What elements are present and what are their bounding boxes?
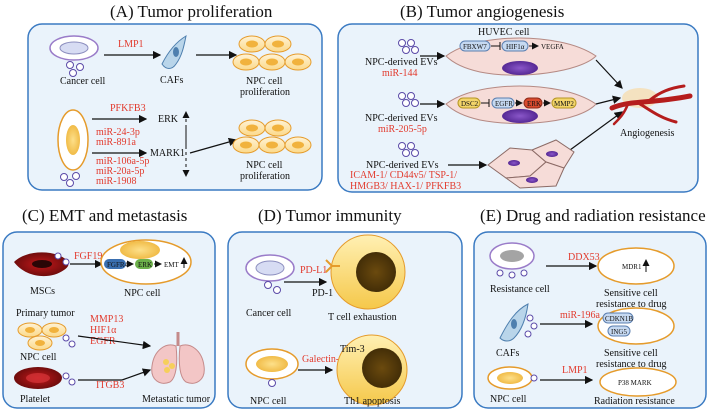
panel-d-npc-label: NPC cell: [250, 396, 287, 407]
panel-b-huvec: HUVEC cell: [478, 27, 530, 38]
panel-e-caf-cell: [499, 303, 538, 342]
panel-c-primary: Primary tumor: [16, 308, 75, 319]
panel-a-mir-2: miR-891a: [96, 137, 137, 148]
panel-d-pdl1: PD-L1: [300, 265, 327, 276]
panel-d-t-cell: [325, 234, 406, 310]
panel-d-th1: Th1 apoptosis: [344, 396, 400, 407]
panel-e-title: (E) Drug and radiation resistance: [480, 206, 706, 225]
panel-a-npc-cell: [57, 109, 89, 187]
panel-a-pfkfb3: PFKFB3: [110, 103, 146, 114]
panel-e-cafs: CAFs: [496, 348, 519, 359]
panel-c-npc-cell: [100, 239, 192, 285]
panel-e-sensitive-cell-1: [597, 247, 675, 285]
panel-e-sens1a: Sensitive cell: [604, 288, 658, 299]
panel-c-egfr: EGFR: [90, 336, 116, 347]
panel-d-tim3: Tim-3: [340, 344, 365, 355]
panel-b-ev3: NPC-derived EVs: [366, 160, 439, 171]
panel-e-sens1b: resistance to drug: [596, 299, 667, 310]
panel-d-cancer-label: Cancer cell: [246, 308, 291, 319]
panel-b-egfr: EGFR: [495, 100, 513, 108]
panel-e-cdkn1b: CDKN1B: [605, 315, 633, 323]
panel-c-emt: EMT: [164, 261, 180, 269]
panel-b-angiogenesis: Angiogenesis: [620, 128, 675, 139]
panel-b-fbxw7: FBXW7: [463, 43, 487, 51]
panel-e-radiation: Radiation resistance: [594, 396, 675, 407]
panel-e-radiation-cell: [599, 367, 677, 397]
panel-b-endothelial-sheet: [487, 139, 575, 189]
panel-b-proteins-2: HMGB3/ HAX-1/ PFKFB3: [350, 181, 461, 192]
panel-a-mir-4: miR-20a-5p: [96, 166, 144, 177]
panel-b-ev2: NPC-derived EVs: [365, 113, 438, 124]
panel-c-platelet-label: Platelet: [20, 394, 50, 405]
panel-c-platelet: [14, 367, 62, 389]
panel-b-ev-cluster-1: [398, 39, 419, 54]
panel-c-msc-cell: [14, 252, 69, 277]
panel-a-erk: ERK: [158, 114, 179, 125]
panel-a-cancer-label: Cancer cell: [60, 76, 105, 87]
panel-b-title: (B) Tumor angiogenesis: [400, 2, 564, 21]
panel-d-galectin9: Galectin-9: [302, 354, 344, 365]
panel-e-resistance-label: Resistance cell: [490, 284, 550, 295]
panel-a-npc-cluster-1: [232, 35, 312, 71]
panel-b-vegfa: VEGFA: [541, 43, 564, 51]
panel-e-ing5: ING5: [611, 328, 627, 336]
panel-b-ev1: NPC-derived EVs: [365, 57, 438, 68]
panel-b-mmp2: MMP2: [554, 100, 574, 108]
panel-b-proteins-1: ICAM-1/ CD44v5/ TSP-1/: [350, 170, 457, 181]
panel-c-lungs: [151, 332, 205, 384]
panel-a-title: (A) Tumor proliferation: [110, 2, 273, 21]
panel-d-pd1: PD-1: [312, 288, 333, 299]
panel-b-hif1a: HIF1α: [506, 43, 525, 51]
panel-e-resistance-cell: [489, 242, 535, 279]
panel-e-mdr1: MDR1: [622, 263, 642, 271]
panel-a-lmp1: LMP1: [118, 39, 144, 50]
panel-c-fgf19: FGF19: [74, 251, 102, 262]
panel-e-p38: P38 MARK: [618, 379, 652, 387]
panel-d-npc-cell: [245, 348, 299, 387]
panel-a-caf-cell: [161, 34, 187, 69]
panel-b-dsc2: DSC2: [461, 100, 479, 108]
panel-e-mir196a: miR-196a: [560, 310, 601, 321]
panel-a-mark1: MARK1: [150, 148, 185, 159]
panel-a-cafs-label: CAFs: [160, 75, 183, 86]
panel-a-npc-prolif-2a: NPC cell: [246, 160, 283, 171]
panel-d-title: (D) Tumor immunity: [258, 206, 402, 225]
panel-b-angiogenesis-vessels: [609, 84, 693, 126]
panel-b-ev-cluster-2: [398, 92, 419, 107]
panel-a-npc-prolif-1b: proliferation: [240, 87, 290, 98]
panel-c-title: (C) EMT and metastasis: [22, 206, 187, 225]
panel-c-fgfr4: FGFR4: [107, 261, 129, 269]
panel-c-mscs: MSCs: [30, 286, 55, 297]
panel-b-mir144: miR-144: [382, 68, 418, 79]
panel-c-primary-cluster: [17, 322, 67, 351]
panel-e-lmp1: LMP1: [562, 365, 588, 376]
panel-a-mir-5: miR-1908: [96, 176, 137, 187]
panel-c-metastatic: Metastatic tumor: [142, 394, 211, 405]
panel-a-cancer-cell: [49, 35, 99, 77]
panel-c-erk: ERK: [138, 261, 152, 269]
panel-c-itgb3: ITGB3: [96, 380, 124, 391]
panel-d-th1-cell: [336, 334, 408, 406]
panel-d-t-exhaustion: T cell exhaustion: [328, 312, 397, 323]
panel-e-npc-label: NPC cell: [490, 394, 527, 405]
panel-c-hif1a: HIF1α: [90, 325, 117, 336]
panel-a-npc-prolif-2b: proliferation: [240, 171, 290, 182]
panel-a-mir-3: miR-106a-5p: [96, 156, 149, 167]
panel-a-npc-cluster-2: [232, 119, 312, 154]
panel-e-ddx53: DDX53: [568, 252, 600, 263]
panel-e-sens2a: Sensitive cell: [604, 348, 658, 359]
panel-e-npc-cell: [487, 366, 538, 390]
panel-b-ev-cluster-3: [398, 142, 419, 157]
panel-b-mir205: miR-205-5p: [378, 124, 427, 135]
panel-b-erk: ERK: [527, 100, 541, 108]
panel-c-npc-label-2: NPC cell: [20, 352, 57, 363]
panel-e-sens2b: resistance to drug: [596, 359, 667, 370]
panel-d-cancer-cell: [245, 254, 295, 294]
panel-c-npc-label: NPC cell: [124, 288, 161, 299]
panel-c-mmp13: MMP13: [90, 314, 123, 325]
panel-a-mir-1: miR-24-3p: [96, 127, 140, 138]
panel-a-npc-prolif-1a: NPC cell: [246, 76, 283, 87]
